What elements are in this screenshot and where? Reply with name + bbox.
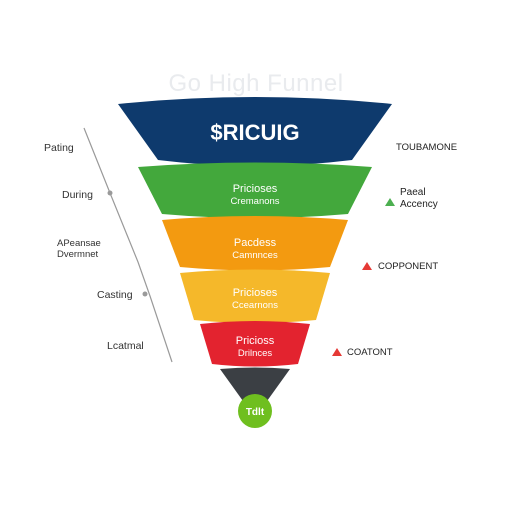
stage-2-subtitle: Camnnces bbox=[232, 250, 278, 261]
left-label-3: APeansae Dvermnet bbox=[57, 238, 101, 260]
funnel-badge-label: Tdlt bbox=[246, 407, 265, 418]
diagram-title: Go High Funnel bbox=[168, 70, 344, 97]
funnel-tip bbox=[220, 367, 290, 408]
funnel-stage-4 bbox=[200, 321, 310, 367]
stage-4-subtitle: Drilnces bbox=[238, 348, 273, 359]
funnel-stage-3 bbox=[180, 269, 330, 323]
bracket-node bbox=[142, 291, 148, 297]
funnel-stage-2 bbox=[162, 216, 348, 271]
stage-1-title: Pricioses bbox=[233, 183, 278, 195]
left-label-5: Lcatmal bbox=[107, 340, 144, 352]
stage-3-subtitle: Ccearnons bbox=[232, 300, 278, 311]
green-triangle-icon bbox=[385, 198, 395, 206]
funnel-top-label: $RICUIG bbox=[210, 120, 299, 145]
funnel-stage-1 bbox=[138, 162, 372, 218]
funnel-top-band bbox=[118, 97, 392, 166]
stage-4-title: Pricioss bbox=[236, 335, 275, 347]
right-label-4: COATONT bbox=[347, 347, 393, 358]
funnel-badge bbox=[238, 394, 272, 428]
right-label-3: COPPONENT bbox=[378, 261, 439, 272]
stage-3-title: Pricioses bbox=[233, 287, 278, 299]
left-label-1: Pating bbox=[44, 142, 74, 154]
stage-2-title: Pacdess bbox=[234, 237, 277, 249]
left-bracket-line bbox=[83, 127, 173, 363]
left-label-2: During bbox=[62, 189, 93, 201]
left-label-4: Casting bbox=[97, 289, 133, 301]
stage-1-subtitle: Cremanons bbox=[230, 196, 279, 207]
red-triangle-icon bbox=[332, 348, 342, 356]
right-label-1: TOUBAMONE bbox=[396, 142, 458, 153]
red-triangle-icon bbox=[362, 262, 372, 270]
right-label-2: Paeal Accency bbox=[400, 187, 438, 210]
bracket-node bbox=[107, 190, 113, 196]
